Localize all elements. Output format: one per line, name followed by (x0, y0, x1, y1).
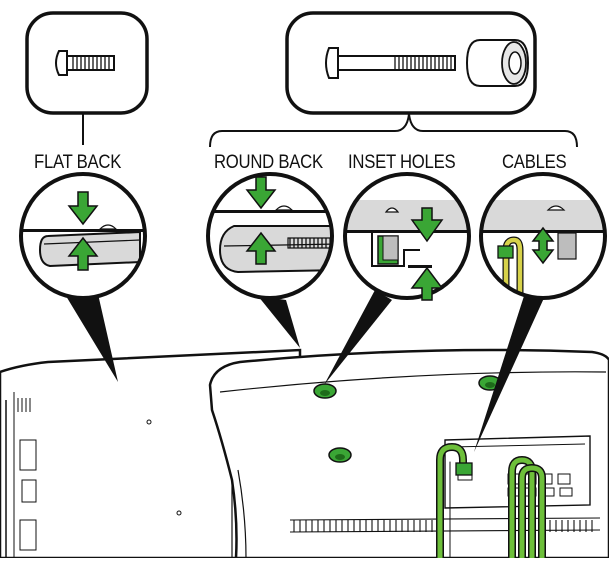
tv-round-back (208, 348, 609, 562)
arrow-down-icon (245, 176, 277, 210)
label-round-back: ROUND BACK (214, 152, 323, 173)
arrow-up-icon (245, 231, 277, 265)
mount-hole (146, 419, 152, 425)
arrow-up-icon (67, 236, 99, 271)
bracket (209, 113, 578, 148)
arrow-up-icon (410, 266, 444, 301)
long-screw-icon (325, 47, 456, 79)
detail-circle-flat-back (19, 172, 147, 300)
double-arrow-icon (531, 226, 555, 265)
cable (436, 442, 546, 562)
mount-hole (176, 510, 182, 516)
callout-pointer (66, 290, 544, 452)
label-cables: CABLES (502, 152, 567, 173)
short-screw-icon (55, 50, 115, 76)
label-inset-holes: INSET HOLES (348, 152, 456, 173)
arrow-down-icon (410, 207, 444, 243)
detail-circle-inset-holes (343, 172, 471, 301)
short-screw-box (25, 11, 149, 145)
long-screw-box (285, 11, 537, 115)
inset-hole (328, 447, 352, 463)
label-flat-back: FLAT BACK (34, 152, 122, 173)
arrow-down-icon (67, 191, 99, 226)
detail-circle-round-back (206, 172, 334, 300)
spacer-icon (465, 39, 530, 87)
detail-circle-cables (479, 172, 607, 300)
inset-hole (313, 383, 337, 399)
